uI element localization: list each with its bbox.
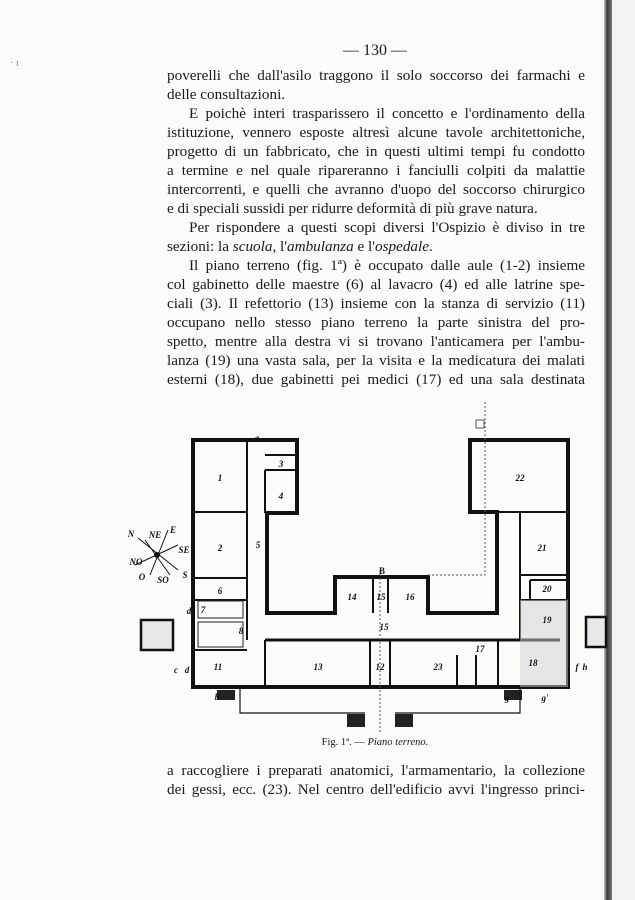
term-scuola: scuola (232, 238, 273, 255)
room-23: 23 (433, 662, 444, 672)
text-line: a termine e nel quale ripareranno i fanc… (167, 162, 585, 179)
caption-label: Fig. 1ª. — (321, 737, 365, 748)
room-4: 4 (278, 491, 284, 501)
room-labels: 1 2 3 4 5 6 7 8 11 12 13 14 15 15 16 17 … (201, 459, 552, 672)
portico (239, 687, 521, 714)
label-b: b (215, 692, 220, 702)
label-h: h (582, 662, 587, 672)
room-7: 7 (201, 605, 206, 615)
adjacent-page-edge (612, 0, 635, 900)
text-line: col gabinetto delle maestre (6) al lavac… (167, 276, 585, 293)
compass-no: NO (129, 557, 143, 567)
room-18: 18 (529, 658, 539, 668)
compass-so: SO (157, 575, 169, 585)
label-g: g (504, 693, 510, 703)
room-21: 21 (537, 543, 547, 553)
room-17: 17 (476, 644, 486, 654)
label-g-prime: g' (540, 693, 549, 703)
label-d-lower: d (185, 665, 190, 675)
text: . (428, 238, 433, 255)
room-3: 3 (278, 459, 284, 469)
room-11: 11 (214, 662, 223, 672)
caption-title: Piano terreno. (367, 737, 429, 748)
point-labels: a B b c d d f h g g' (174, 433, 588, 703)
text-line: lanza (19) una vasta sala, per la visita… (167, 352, 585, 369)
term-ambulanza: ambulanza (287, 238, 354, 255)
compass-labels: N NE E SE S SO O NO (127, 525, 190, 585)
text-line: delle consultazioni. (167, 86, 286, 103)
text-line: E poichè interi trasparissero il concett… (189, 105, 585, 122)
room-16: 16 (406, 592, 416, 602)
book-gutter (604, 0, 612, 900)
label-a: a (255, 433, 260, 443)
label-B: B (379, 566, 385, 576)
room-15-corridor: 15 (380, 622, 390, 632)
room-5: 5 (256, 540, 261, 550)
compass-se: SE (178, 545, 189, 555)
room-19: 19 (543, 615, 553, 625)
compass-e: E (169, 525, 176, 535)
shaded-area (520, 600, 568, 687)
text-line: esterni (18), due gabinetti pei medici (… (167, 371, 585, 388)
text: sezioni: la (167, 238, 233, 255)
room-14: 14 (348, 592, 358, 602)
room-12: 12 (376, 662, 386, 672)
walls (191, 438, 570, 689)
compass-o: O (139, 572, 146, 582)
page-number: — 130 — (343, 42, 407, 59)
room-15: 15 (377, 592, 387, 602)
text-line: Per rispondere a questi scopi diversi l'… (189, 219, 585, 236)
room-2: 2 (217, 543, 223, 553)
stairs (197, 600, 522, 727)
figure-caption: Fig. 1ª. — Piano terreno. (0, 737, 635, 748)
text: , l' (272, 238, 288, 255)
annexes (139, 615, 608, 652)
text-line: intercorrenti, e quelli che avranno d'uo… (167, 181, 585, 198)
text-line: ciali (3). Il refettorio (13) insieme co… (167, 295, 585, 312)
text-line: dei gessi, ecc. (23). Nel centro dell'ed… (167, 781, 585, 798)
text-line: istituzione, vennero esposte altresì alc… (167, 124, 585, 141)
text-line-sections: sezioni: la scuola, l'ambulanza e l'ospe… (167, 237, 585, 256)
term-ospedale: ospedale (374, 238, 429, 255)
compass-s: S (182, 570, 187, 580)
text-line: occupano nello stesso piano terreno la p… (167, 314, 585, 331)
label-f: f (576, 662, 580, 672)
room-13: 13 (314, 662, 324, 672)
text-line: progetto di un fabbricato, che in questi… (167, 143, 585, 160)
room-8: 8 (239, 626, 244, 636)
label-d-upper: d (187, 606, 192, 616)
compass-n: N (127, 529, 135, 539)
text-line: a raccogliere i preparati anatomici, l'a… (167, 762, 585, 779)
compass-ne: NE (148, 530, 162, 540)
room-22: 22 (515, 473, 526, 483)
room-6: 6 (218, 586, 223, 596)
compass-rose (134, 529, 179, 576)
label-c: c (174, 665, 178, 675)
room-20: 20 (542, 584, 553, 594)
text-line: Il piano terreno (fig. 1ª) è occupato da… (189, 257, 585, 274)
axis-lines (379, 400, 486, 732)
text-line: poverelli che dall'asilo traggono il sol… (167, 67, 585, 84)
room-1: 1 (218, 473, 223, 483)
inner-walls (193, 440, 568, 687)
text-line: spetto, mentre alla destra vi si trovano… (167, 333, 585, 350)
margin-mark: · ı (10, 58, 19, 69)
text: e l' (353, 238, 375, 255)
text-line: e di speciali sussidi per ridurre deform… (167, 200, 538, 217)
